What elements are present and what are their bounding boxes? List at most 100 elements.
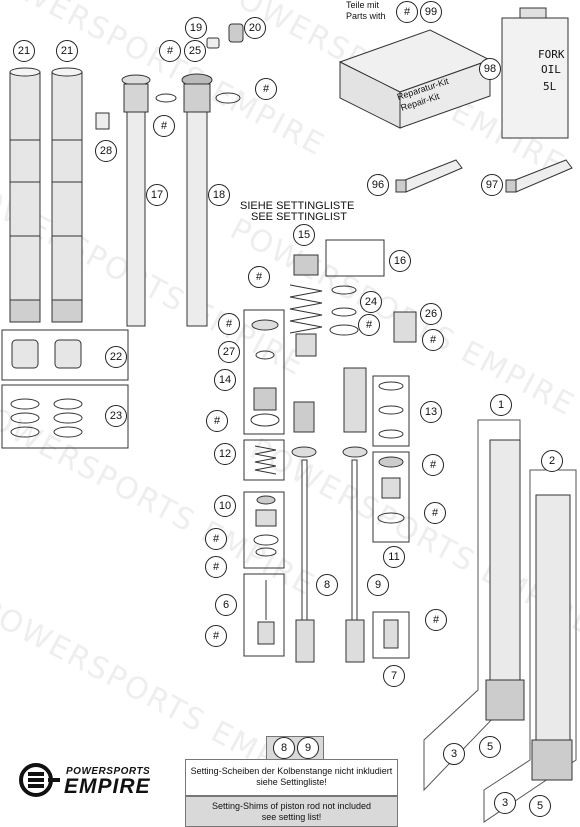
callout-13[interactable]: 13	[420, 401, 442, 423]
callout-5[interactable]: 5	[479, 736, 501, 758]
parts-label-de: Teile mit	[346, 0, 380, 10]
repair-kit-box	[338, 29, 492, 129]
callout-14[interactable]: 14	[214, 369, 236, 391]
group-box-22	[1, 329, 129, 381]
seal-ring	[10, 398, 40, 410]
callout-hash[interactable]: #	[153, 115, 175, 137]
callout-99[interactable]: 99	[420, 1, 442, 23]
cap-20	[228, 23, 244, 43]
callout-3[interactable]: 3	[443, 743, 465, 765]
setting-heading-en: SEE SETTINGLIST	[251, 211, 347, 223]
callout-21[interactable]: 21	[56, 40, 78, 62]
inner-tube-17	[121, 74, 151, 327]
callout-hash[interactable]: #	[424, 502, 446, 524]
callout-hash[interactable]: #	[206, 410, 228, 432]
fork-oil-can	[501, 7, 569, 139]
callout-hash[interactable]: #	[255, 78, 277, 100]
callout-hash[interactable]: #	[358, 314, 380, 336]
callout-10[interactable]: 10	[214, 495, 236, 517]
callout-24[interactable]: 24	[360, 291, 382, 313]
group-box-11	[372, 451, 410, 543]
callout-hash[interactable]: #	[422, 329, 444, 351]
callout-21[interactable]: 21	[13, 40, 35, 62]
callout-25[interactable]: 25	[184, 40, 206, 62]
seal-ring	[53, 398, 83, 410]
callout-15[interactable]: 15	[293, 224, 315, 246]
logo-emblem-icon	[19, 763, 60, 797]
callout-98[interactable]: 98	[479, 58, 501, 80]
callout-6[interactable]: 6	[215, 594, 237, 616]
note-en: Setting-Shims of piston rod not included…	[185, 796, 398, 827]
callout-23[interactable]: 23	[105, 405, 127, 427]
callout-8[interactable]: 8	[273, 737, 295, 759]
cartridge-spring-assembly	[289, 254, 323, 357]
o-ring	[155, 93, 177, 103]
group-box-12	[243, 439, 285, 481]
callout-hash[interactable]: #	[422, 454, 444, 476]
callout-9[interactable]: 9	[367, 574, 389, 596]
callout-3[interactable]: 3	[494, 792, 516, 814]
callout-hash[interactable]: #	[205, 528, 227, 550]
callout-19[interactable]: 19	[185, 17, 207, 39]
o-ring	[215, 92, 241, 104]
part-26	[393, 311, 417, 343]
grease-tube-96	[395, 159, 463, 193]
logo-line2: EMPIRE	[64, 775, 151, 798]
group-box-14	[243, 309, 285, 435]
seal-ring	[10, 426, 40, 438]
callout-5[interactable]: 5	[529, 795, 551, 817]
seal-ring	[10, 412, 40, 424]
callout-7[interactable]: 7	[383, 665, 405, 687]
grease-tube-97	[505, 159, 573, 193]
callout-1[interactable]: 1	[490, 394, 512, 416]
spring-12	[254, 445, 277, 475]
callout-2[interactable]: 2	[541, 450, 563, 472]
cap-19	[206, 37, 220, 49]
callout-11[interactable]: 11	[383, 546, 405, 568]
callout-27[interactable]: 27	[218, 341, 240, 363]
parts-label-en: Parts with	[346, 11, 386, 21]
group-box-16	[325, 239, 385, 277]
callout-18[interactable]: 18	[208, 184, 230, 206]
callout-hash[interactable]: #	[218, 313, 240, 335]
piston-rod-9	[342, 367, 368, 663]
seal-ring	[53, 412, 83, 424]
callout-12[interactable]: 12	[214, 443, 236, 465]
bushing	[11, 339, 39, 369]
callout-hash[interactable]: #	[248, 266, 270, 288]
callout-20[interactable]: 20	[244, 17, 266, 39]
callout-28[interactable]: 28	[95, 140, 117, 162]
callout-hash[interactable]: #	[396, 1, 418, 23]
callout-22[interactable]: 22	[105, 346, 127, 368]
callout-hash[interactable]: #	[205, 556, 227, 578]
piston-rod-8	[291, 401, 317, 663]
group-box-6	[243, 573, 285, 657]
outer-tube-right	[51, 67, 83, 323]
callout-16[interactable]: 16	[389, 250, 411, 272]
callout-9[interactable]: 9	[297, 737, 319, 759]
oil-label-line3: 5L	[543, 80, 557, 93]
reference-box: 8 9	[266, 736, 324, 761]
callout-8[interactable]: 8	[316, 574, 338, 596]
label-sticker	[95, 112, 110, 130]
callout-17[interactable]: 17	[146, 184, 168, 206]
fork-leg-1	[423, 419, 525, 792]
callout-hash[interactable]: #	[159, 40, 181, 62]
note-en-line1: Setting-Shims of piston rod not included	[211, 801, 372, 811]
callout-hash[interactable]: #	[425, 609, 447, 631]
powersports-empire-logo: POWERSPORTS EMPIRE	[18, 762, 188, 802]
group-box-10	[243, 491, 285, 569]
oil-label-line2: OIL	[541, 63, 561, 76]
seal-ring	[53, 426, 83, 438]
callout-96[interactable]: 96	[367, 174, 389, 196]
inner-tube-18	[181, 73, 213, 327]
callout-26[interactable]: 26	[420, 303, 442, 325]
note-de: Setting-Scheiben der Kolbenstange nicht …	[185, 759, 398, 796]
callout-97[interactable]: 97	[481, 174, 503, 196]
outer-tube-left	[9, 67, 41, 323]
group-box-23	[1, 384, 129, 449]
note-de-line2: siehe Settingliste!	[256, 777, 327, 787]
callout-hash[interactable]: #	[205, 625, 227, 647]
